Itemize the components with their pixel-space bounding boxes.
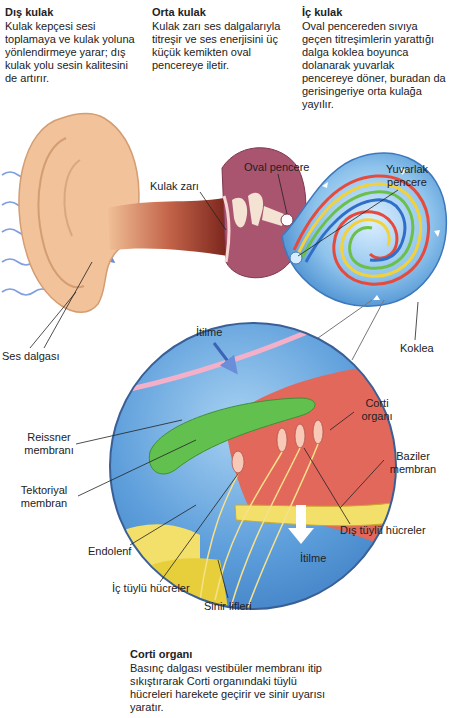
part-label: Ses dalgası [2, 350, 92, 363]
part-label: Tektoriyal membran [8, 484, 80, 510]
part-label: Yuvarlak pencere [368, 163, 446, 189]
ossicle [248, 193, 263, 226]
eardrum [224, 196, 229, 262]
corti-zoom [100, 318, 410, 620]
part-label: Corti organı [352, 397, 402, 423]
ossicle [262, 206, 284, 226]
round-window [290, 252, 302, 264]
part-label: Endolenf [88, 545, 168, 558]
section-heading: Orta kulak [152, 6, 292, 19]
caption-heading: Corti organı [130, 648, 330, 661]
section-heading: Dış kulak [5, 6, 145, 19]
push-arrow [288, 505, 314, 544]
part-label: Baziler membran [382, 450, 444, 476]
part-label: Reissner membranı [18, 431, 80, 457]
oval-window [281, 214, 293, 226]
ossicle [232, 198, 247, 228]
part-label: Sinir lifleri [204, 600, 294, 613]
section-heading: İç kulak [302, 6, 447, 19]
part-label: İç tüylü hücreler [112, 582, 222, 595]
section-text: Kulak kepçesi sesi toplamaya ve kulak yo… [5, 20, 143, 85]
part-label: Kulak zarı [150, 180, 230, 193]
part-label: İtilme [196, 326, 256, 339]
part-label: Koklea [400, 342, 450, 355]
cochlea [282, 153, 446, 306]
section-text: Oval pencereden sıvıya geçen titreşimler… [302, 20, 447, 111]
part-label: İtilme [300, 552, 360, 565]
section-text: Kulak zarı ses dalgalarıyla titreşir ve … [152, 20, 292, 72]
caption-text: Basınç dalgası vestibüler membranı itip … [130, 662, 342, 714]
part-label: Dış tüylü hücreler [340, 524, 450, 537]
part-label: Oval pencere [244, 161, 334, 174]
push-arrow [214, 343, 236, 372]
